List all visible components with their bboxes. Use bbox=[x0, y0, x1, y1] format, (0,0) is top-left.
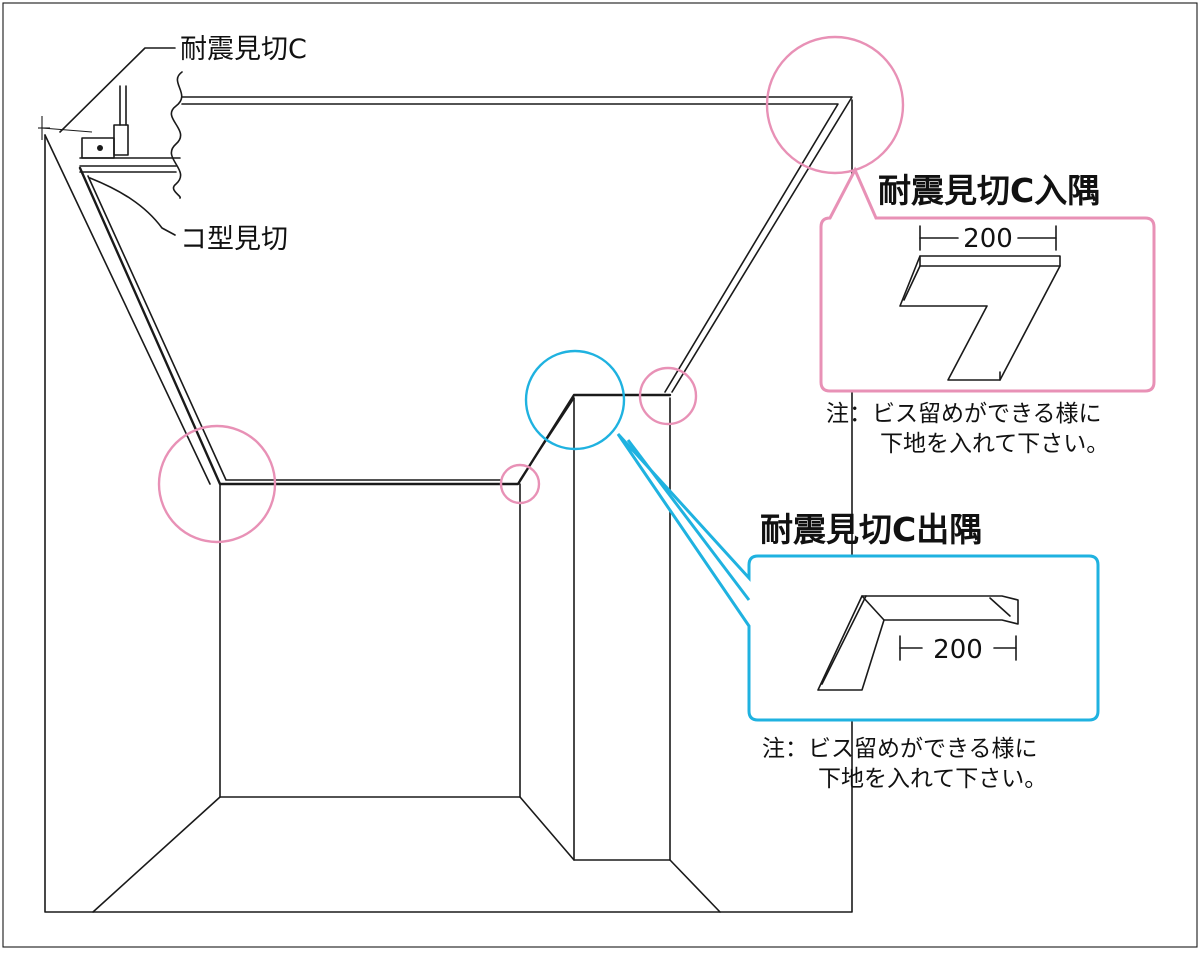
inside-corner-dimension: 200 bbox=[963, 224, 1013, 254]
outside-corner-dimension: 200 bbox=[933, 635, 983, 665]
outside-corner-part bbox=[817, 595, 1019, 691]
inside-corner-markers bbox=[157, 35, 905, 544]
leader-seismic-trim-c bbox=[59, 47, 176, 133]
inside-corner-part bbox=[899, 255, 1061, 381]
wall-outline bbox=[44, 99, 853, 913]
room-outline bbox=[44, 99, 853, 913]
outside-corner-box bbox=[616, 432, 1100, 722]
inside-corner-box bbox=[819, 166, 1156, 393]
inside-corner-callout: 耐震見切C入隅 200 bbox=[819, 166, 1156, 393]
inside-corner-note-1: 注：ビス留めができる様に bbox=[826, 401, 1102, 427]
ceiling-edge bbox=[44, 96, 853, 486]
outside-corner-note-2: 下地を入れて下さい。 bbox=[818, 766, 1047, 792]
leader-u-trim bbox=[89, 177, 176, 236]
inside-corner-note-2: 下地を入れて下さい。 bbox=[880, 431, 1109, 457]
inside-corner-title: 耐震見切C入隅 bbox=[878, 171, 1100, 210]
label-u-trim: コ型見切 bbox=[180, 224, 288, 255]
trim-detail-top-left bbox=[38, 71, 183, 199]
outside-corner-note-1: 注：ビス留めができる様に bbox=[762, 736, 1038, 762]
outside-corner-title: 耐震見切C出隅 bbox=[760, 510, 982, 549]
outside-corner-marker bbox=[524, 349, 626, 451]
back-wall bbox=[92, 397, 721, 913]
label-seismic-trim-c: 耐震見切C bbox=[180, 34, 307, 65]
outside-corner-callout: 耐震見切C出隅 200 bbox=[616, 432, 1100, 722]
